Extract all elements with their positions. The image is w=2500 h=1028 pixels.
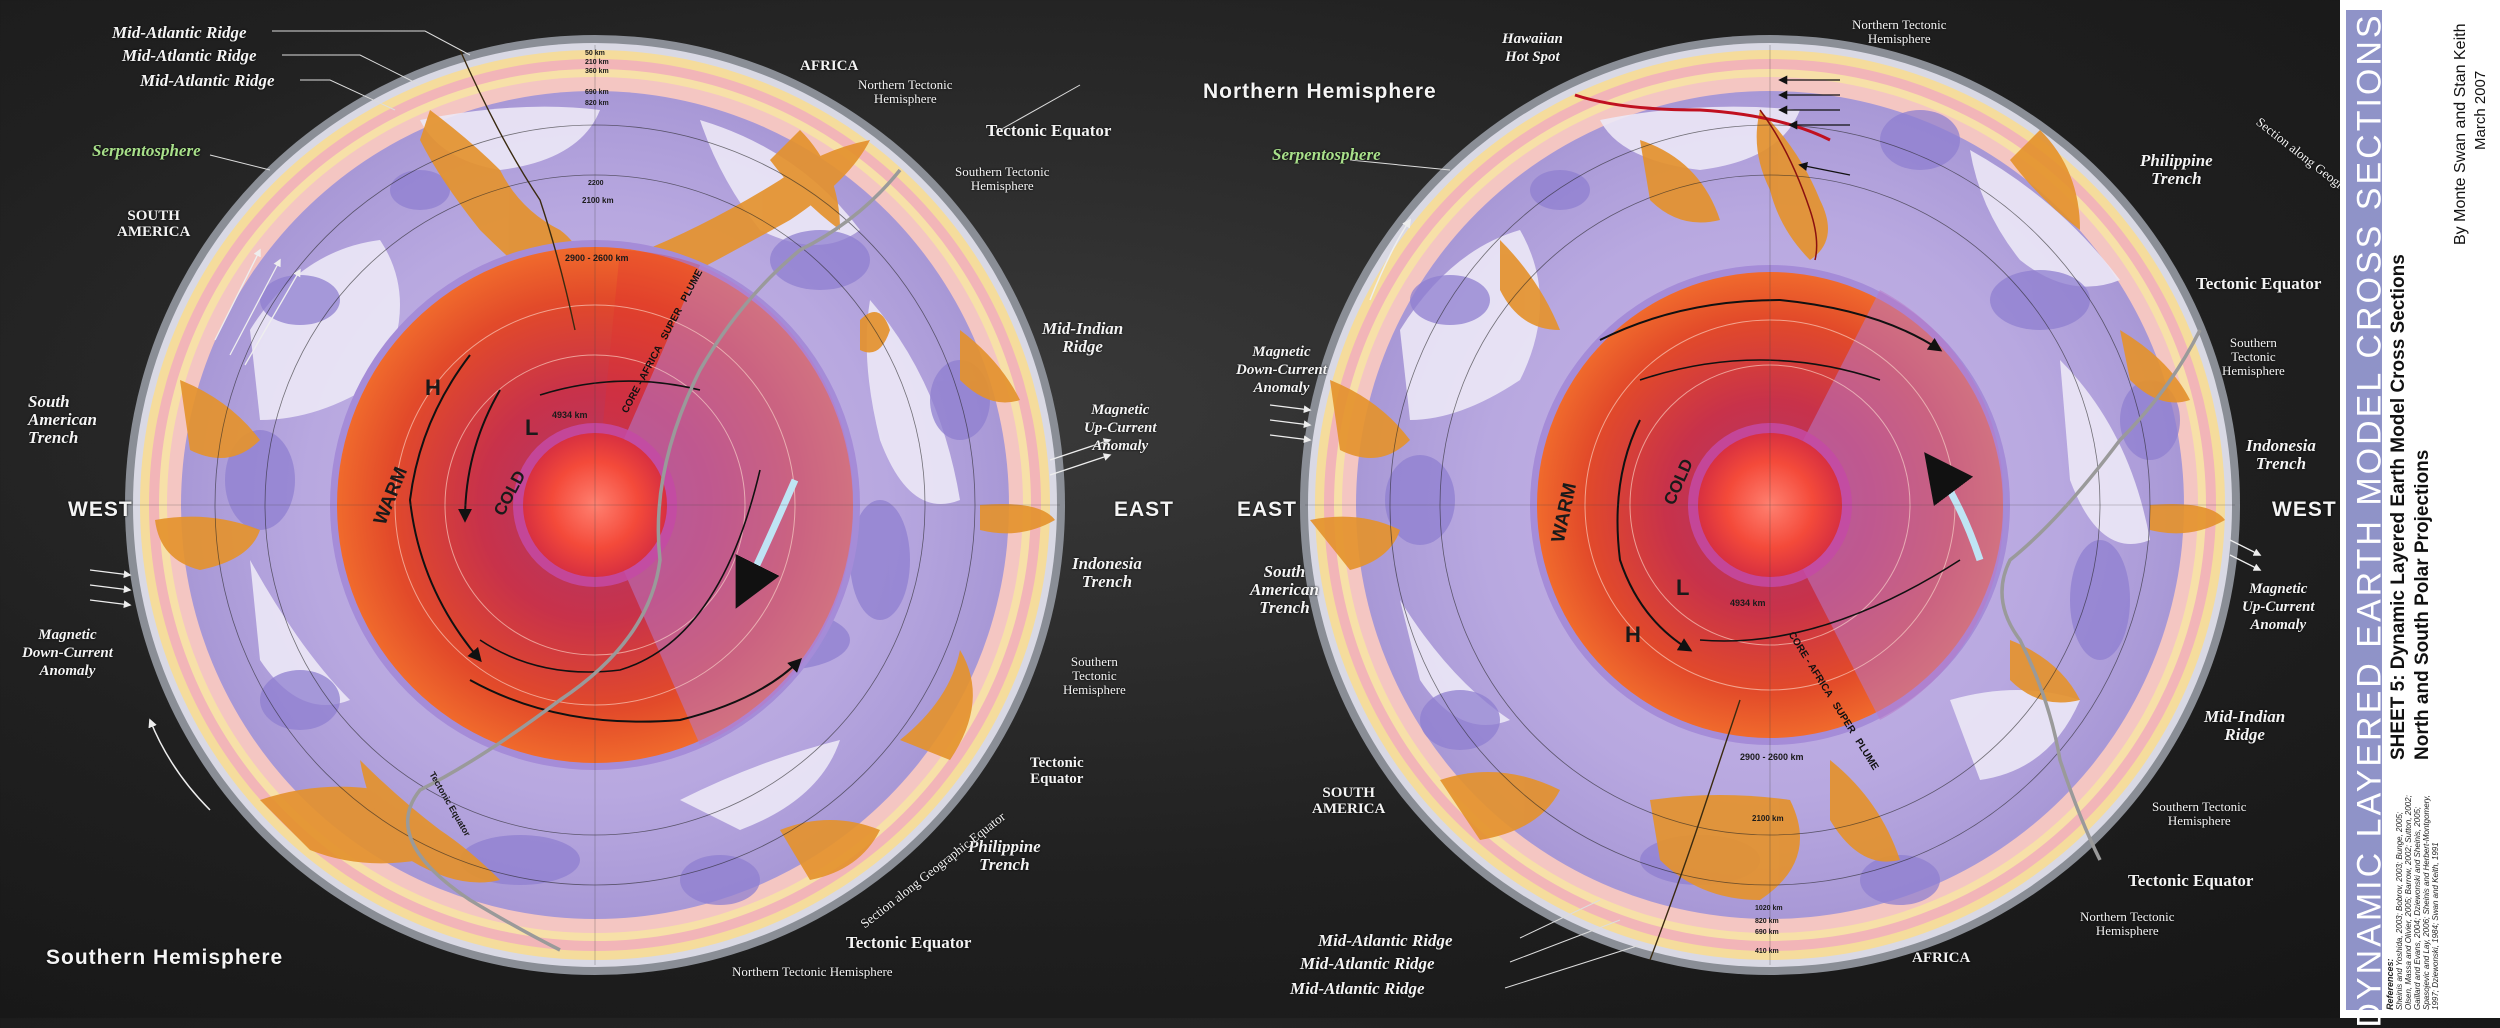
left-depth-210: 210 km xyxy=(585,59,609,66)
left-sthem-bottom-label: Southern Tectonic Hemisphere xyxy=(1063,655,1126,697)
right-mar-label-2: Mid-Atlantic Ridge xyxy=(1300,955,1435,973)
right-mag-up-label: Magnetic Up-Current Anomaly xyxy=(2242,580,2315,634)
right-depth-1020: 1020 km xyxy=(1755,905,1783,912)
sheet-title: SHEET 5: Dynamic Layered Earth Model Cro… xyxy=(2388,254,2410,760)
left-depth-360: 360 km xyxy=(585,68,609,75)
references-heading: References: xyxy=(2385,958,2395,1010)
left-sa-trench-label: South American Trench xyxy=(28,393,97,447)
left-mar-label-2: Mid-Atlantic Ridge xyxy=(122,47,257,65)
right-depth-core: 2900 - 2600 km xyxy=(1740,752,1804,762)
left-hemisphere-title: Southern Hemisphere xyxy=(46,950,283,966)
right-serpentosphere-label: Serpentosphere xyxy=(1272,146,1381,164)
right-depth-410: 410 km xyxy=(1755,948,1779,955)
left-west-label: WEST xyxy=(68,502,133,518)
left-depth-2100: 2100 km xyxy=(582,196,614,205)
right-mid-indian-label: Mid-Indian Ridge xyxy=(2204,708,2285,744)
right-depth-690: 690 km xyxy=(1755,929,1779,936)
right-tect-eq-top-label: Tectonic Equator xyxy=(2196,276,2321,292)
left-mid-indian-label: Mid-Indian Ridge xyxy=(1042,320,1123,356)
right-west-label: WEST xyxy=(2272,502,2337,518)
right-depth-2100: 2100 km xyxy=(1752,814,1784,823)
left-tect-eq-bottom-label: Tectonic Equator xyxy=(846,935,971,951)
right-mar-label-3: Mid-Atlantic Ridge xyxy=(1290,980,1425,998)
left-depth-690: 690 km xyxy=(585,89,609,96)
title-band: DYNAMIC LAYERED EARTH MODEL CROSS SECTIO… xyxy=(2346,10,2382,1010)
right-africa-label: AFRICA xyxy=(1912,950,1970,966)
diagram-stage: Mid-Atlantic Ridge Mid-Atlantic Ridge Mi… xyxy=(0,0,2340,1018)
sheet-subtitle: North and South Polar Projections xyxy=(2412,450,2434,760)
left-sthem-top-label: Southern Tectonic Hemisphere xyxy=(955,165,1050,193)
right-mag-down-label: Magnetic Down-Current Anomaly xyxy=(1236,343,1327,397)
left-depth-inner: 4934 km xyxy=(552,410,588,420)
left-depth-2200: 2200 xyxy=(588,180,604,187)
right-depth-inner: 4934 km xyxy=(1730,598,1766,608)
right-hawaiian-label: Hawaiian Hot Spot xyxy=(1502,30,1563,66)
left-ntherm-top-label: Northern Tectonic Hemisphere xyxy=(858,78,953,106)
references-text: Sheinis and Yoshida, 2003; Bobrov, 2003;… xyxy=(2395,790,2440,1010)
left-mag-down-label: Magnetic Down-Current Anomaly xyxy=(22,626,113,680)
left-serpentosphere-label: Serpentosphere xyxy=(92,142,201,160)
sidebar-title: DYNAMIC LAYERED EARTH MODEL CROSS SECTIO… xyxy=(2351,12,2390,1027)
date: March 2007 xyxy=(2472,71,2489,150)
left-tectonic-equator-top: Tectonic Equator xyxy=(986,123,1111,139)
right-sthem-bottom-label: Southern Tectonic Hemisphere xyxy=(2152,800,2247,828)
title-sidebar: DYNAMIC LAYERED EARTH MODEL CROSS SECTIO… xyxy=(2340,0,2500,1018)
left-east-label: EAST xyxy=(1114,502,1174,518)
left-mag-up-label: Magnetic Up-Current Anomaly xyxy=(1084,401,1157,455)
right-east-label: EAST xyxy=(1237,502,1297,518)
right-nthem-bottom-label: Northern Tectonic Hemisphere xyxy=(2080,910,2175,938)
right-low-label: L xyxy=(1676,575,1689,601)
left-mar-label-3: Mid-Atlantic Ridge xyxy=(140,72,275,90)
right-high-label: H xyxy=(1625,622,1641,648)
authors: By Monte Swan and Stan Keith xyxy=(2452,24,2470,245)
right-depth-820: 820 km xyxy=(1755,918,1779,925)
left-nthem-bottom-label: Northern Tectonic Hemisphere xyxy=(732,965,893,979)
left-high-label: H xyxy=(425,375,441,401)
left-depth-core: 2900 - 2600 km xyxy=(565,253,629,263)
left-south-america-label: SOUTH AMERICA xyxy=(117,208,190,240)
right-philippine-label: Philippine Trench xyxy=(2140,152,2213,188)
right-sa-trench-label: South American Trench xyxy=(1250,563,1319,617)
right-sthem-right-label: Southern Tectonic Hemisphere xyxy=(2222,336,2285,378)
left-depth-820: 820 km xyxy=(585,100,609,107)
references: References: Sheinis and Yoshida, 2003; B… xyxy=(2386,790,2440,1010)
right-tect-eq-bottom-label: Tectonic Equator xyxy=(2128,873,2253,889)
left-tect-eq-right-label: Tectonic Equator xyxy=(1030,755,1084,787)
left-mar-label-1: Mid-Atlantic Ridge xyxy=(112,24,247,42)
left-depth-50: 50 km xyxy=(585,50,605,57)
right-globe xyxy=(1270,35,2260,975)
right-nthem-top-label: Northern Tectonic Hemisphere xyxy=(1852,18,1947,46)
left-low-label: L xyxy=(525,415,538,441)
right-indonesia-label: Indonesia Trench xyxy=(2246,437,2316,473)
left-philippine-label: Philippine Trench xyxy=(968,838,1041,874)
left-africa-label: AFRICA xyxy=(800,58,858,74)
right-mar-label-1: Mid-Atlantic Ridge xyxy=(1318,932,1453,950)
left-indonesia-label: Indonesia Trench xyxy=(1072,555,1142,591)
right-south-america-label: SOUTH AMERICA xyxy=(1312,785,1385,817)
right-hemisphere-title: Northern Hemisphere xyxy=(1203,84,1437,100)
